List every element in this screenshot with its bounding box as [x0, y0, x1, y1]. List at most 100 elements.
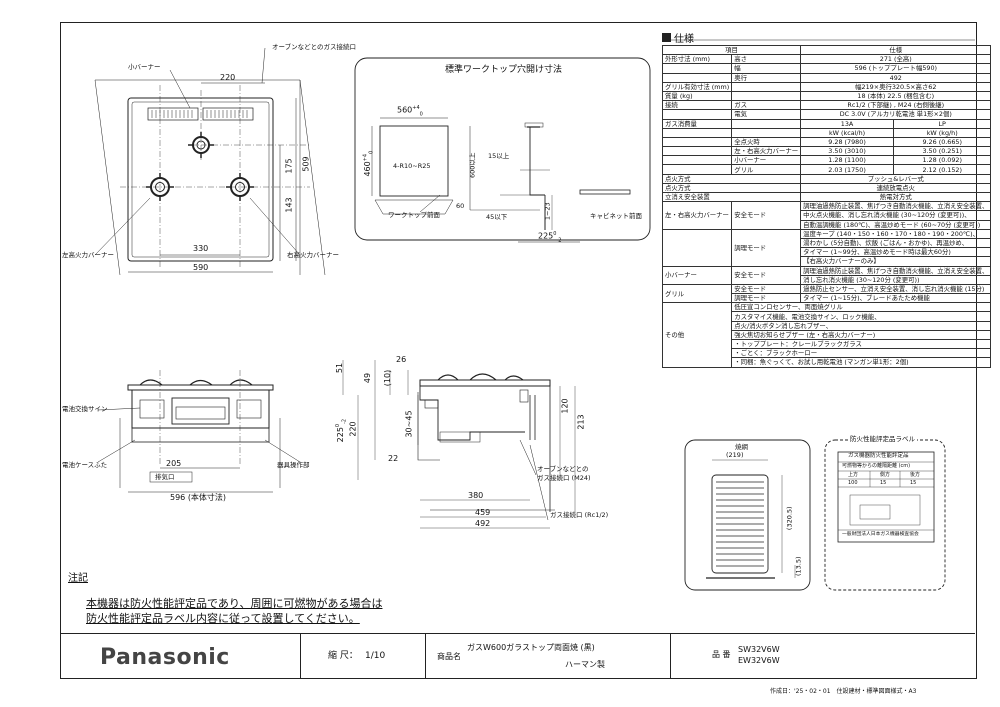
dim-380: 380 — [468, 491, 484, 500]
control-label: 器具操作部 — [277, 461, 310, 469]
grill-plate — [684, 439, 811, 591]
notes-line-1: 本機器は防火性能評定品であり、周囲に可燃物がある場合は — [86, 597, 383, 610]
dim-30-45: 30~45 — [404, 410, 414, 438]
exhaust-slots — [151, 110, 248, 118]
square-icon — [662, 33, 671, 42]
dim-175: 175 — [284, 158, 294, 174]
table-row: 点火方式連続放電点火 — [661, 182, 992, 194]
dim-49: 49 — [363, 372, 373, 384]
oven-gas-connection-label: オーブンなどとのガス接続口 — [272, 43, 357, 51]
grill-plate-depth: (13.5) — [794, 556, 803, 577]
gas-inlet-label: ガス接続口 (Rc1/2) — [550, 511, 609, 519]
grill-plate-height: (320.5) — [785, 506, 794, 531]
dim-26: 26 — [396, 355, 407, 364]
model-label: 品 番 — [712, 650, 731, 659]
right-burner-label: 右高火力バーナー — [287, 251, 339, 259]
notes-line-2: 防火性能評定品ラベル内容に従って設置してください。 — [86, 612, 360, 625]
scale-value: 1/10 — [365, 651, 386, 661]
table-row: その他低圧宣コンロセンサー、両面焼グリル — [661, 302, 992, 368]
model-2: EW32V6W — [738, 656, 780, 665]
dim-560: 560+40 — [397, 105, 423, 118]
brand-cell: Panasonic — [60, 634, 301, 678]
dim-459: 459 — [475, 508, 491, 517]
table-row: 小バーナー安全モード調理油過熱防止装置、焦げつき自動消火機能、立消え安全装置、 — [661, 265, 992, 285]
small-burner-label: 小バーナー — [128, 63, 161, 71]
dim-213: 213 — [576, 414, 586, 430]
grill-plate-width: (219) — [726, 451, 744, 459]
cutout-panel — [354, 57, 651, 243]
table-row: 湯わかし (5分自動)、炊飯 (ごはん・おかゆ)、再温炒め、 — [663, 237, 992, 249]
dim-51: 51 — [335, 362, 345, 374]
dim-60: 60 — [456, 202, 465, 210]
dim-10: (10) — [383, 369, 393, 387]
footer-text: 作成日：'25・02・01 住設建材・標準図面様式・A3 — [770, 688, 917, 695]
dim-120: 120 — [560, 398, 570, 414]
battery-cover-label: 電池ケースふた — [62, 461, 108, 469]
product-cell: 商品名 ガスW600ガラストップ両面焼 (黒) ハーマン製 — [425, 634, 671, 678]
side-oven-gas-label-2: ガス接続口 (M24) — [537, 474, 591, 482]
maker-name: ハーマン製 — [565, 660, 605, 669]
cabinet-front-label: キャビネット前面 — [590, 212, 642, 220]
front-view — [97, 370, 301, 493]
cutout-title: 標準ワークトップ穴開け寸法 — [445, 65, 563, 75]
fire-label-top: 上方 — [848, 472, 859, 478]
dim-143: 143 — [284, 197, 294, 213]
table-row: kW (kcal/h)kW (kg/h) — [661, 127, 992, 138]
table-row: グリル安全モード過熱防止センサー、立消え安全装置、消し忘れ消火機能 (15分) — [661, 283, 992, 304]
model-1: SW32V6W — [738, 645, 780, 654]
table-row: 左・右高火力バーナー安全モード調理油過熱防止装置、焦げつき自動消火機能、立消え安… — [661, 201, 992, 230]
dim-15: 15以上 — [488, 152, 510, 160]
left-burner-label: 左高火力バーナー — [62, 251, 114, 259]
battery-sign-label: 電池交換サイン — [62, 405, 108, 413]
fire-label-back: 後方 — [910, 472, 921, 478]
table-row: 自動温調機能 (180℃)、高温炒めモード (60~70分 (変更可)) — [663, 219, 992, 230]
product-label: 商品名 — [437, 652, 461, 661]
side-view — [342, 360, 576, 529]
corner-radius-label: 4-R10~R25 — [393, 162, 431, 170]
table-row: 中火点火機能、消し忘れ消火機能 (30~120分 (変更可))、 — [663, 210, 992, 221]
table-row: 点火方式プッシュ&レバー式 — [661, 173, 992, 184]
table-row: ・同梱：魚ぐっくて、お試し用乾電池 (マンガン単1形：2個) — [663, 357, 992, 368]
table-row: 調理モード温度キープ (140・150・160・170・180・190・200℃… — [661, 228, 992, 267]
top-view — [94, 47, 326, 276]
title-block: Panasonic 縮 尺： 1/10 商品名 ガスW600ガラストップ両面焼 … — [60, 633, 975, 678]
fire-label-side-val: 15 — [880, 480, 887, 486]
dim-590: 590 — [193, 263, 209, 272]
scale-label: 縮 尺： — [328, 651, 358, 661]
fire-label-top-val: 100 — [848, 480, 858, 486]
exhaust-label: 排気口 — [155, 473, 175, 481]
dim-225-cutout: 2250-2 — [538, 231, 562, 244]
dim-45: 45以下 — [486, 213, 508, 221]
dim-460: 460+40 — [362, 150, 375, 177]
brand-logo: Panasonic — [100, 645, 230, 670]
spec-title: 仕様 — [662, 30, 694, 45]
dim-220: 220 — [220, 73, 236, 82]
fire-label-org: 一般財団法人日本ガス機器検査協会 — [842, 532, 919, 537]
model-cell: 品 番 SW32V6W EW32V6W — [670, 634, 975, 678]
fire-label-title: 防火性能評定品ラベル — [848, 435, 917, 443]
grill-bars — [716, 481, 764, 567]
dim-225-side: 2250-2 — [335, 418, 348, 443]
grill-plate-title: 焼網 — [735, 443, 748, 451]
fire-label-frame — [824, 439, 946, 591]
fire-label-side: 側方 — [880, 472, 891, 478]
worktop-front-label: ワークトップ前面 — [388, 211, 440, 219]
dim-596: 596 (本体寸法) — [170, 493, 227, 502]
dim-1-23: 1~23 — [543, 202, 552, 221]
side-oven-gas-label: オーブンなどとの — [537, 465, 589, 473]
fire-label-line2: 可燃物等からの離隔距離 (cm) — [842, 463, 911, 469]
scale-cell: 縮 尺： 1/10 — [300, 634, 426, 678]
notes-title: 注記 — [68, 573, 88, 584]
dim-330: 330 — [193, 244, 209, 253]
fire-label-line1: ガス機器防火性能評定品 — [848, 453, 909, 459]
